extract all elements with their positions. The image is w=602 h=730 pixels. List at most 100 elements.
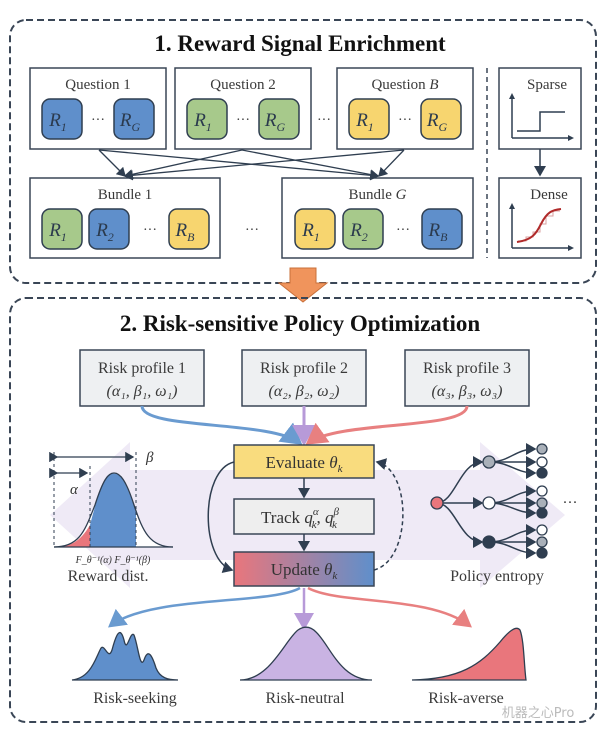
reward-dist-label: Reward dist. — [68, 568, 149, 585]
step-function-icon — [517, 111, 565, 132]
reward-tile: R1 — [41, 98, 83, 140]
dense-label: Dense — [530, 187, 568, 203]
question-to-bundle-arrow — [98, 149, 126, 177]
svg-text:R1: R1 — [193, 110, 212, 134]
reward-tile: R2 — [88, 208, 130, 250]
svg-text:R1: R1 — [48, 220, 67, 244]
loop-arrow-left — [207, 461, 235, 574]
reward-tile: R1 — [294, 208, 336, 250]
reward-tile: RG — [113, 98, 155, 140]
tree-child-node — [482, 535, 496, 549]
question-to-bundle-arrow — [241, 149, 380, 180]
reward-tile: RB — [168, 208, 210, 250]
down-arrow-icon — [277, 267, 329, 303]
sparse-label: Sparse — [527, 77, 567, 93]
question-label: Question 2 — [210, 77, 275, 93]
tree-root-node — [430, 496, 444, 510]
reward-tile: R1 — [348, 98, 390, 140]
question-to-bundle-arrow — [378, 149, 405, 177]
svg-text:RG: RG — [264, 110, 286, 134]
svg-text:Risk profile 1: Risk profile 1 — [98, 360, 186, 377]
quantile-labels: F_θ⁻¹(α) F_θ⁻¹(β) — [75, 555, 151, 566]
alpha-tail-fill — [54, 525, 90, 547]
reward-tile: R2 — [342, 208, 384, 250]
svg-text:R1: R1 — [301, 220, 320, 244]
risk-neutral-dist — [239, 626, 373, 681]
smooth-curve-icon — [516, 208, 562, 243]
question-label: Question 1 — [65, 77, 130, 93]
loop-arrow-right-dashed — [373, 458, 404, 571]
question-label: Question B — [371, 77, 438, 93]
tree-leaf-node — [536, 547, 548, 559]
tree-leaf-node — [536, 485, 548, 497]
tree-ellipsis: ··· — [563, 495, 578, 511]
risk-averse-label: Risk-averse — [428, 690, 504, 707]
svg-text:Track qαk, qβk: Track qαk, qβk — [261, 506, 339, 531]
svg-text:(α₁, β₁, ω₁): (α₁, β₁, ω₁) — [106, 383, 177, 400]
svg-text:R1: R1 — [355, 110, 374, 134]
reward-tile: R1 — [186, 98, 228, 140]
reward-distribution: α β F_θ⁻¹(α) F_θ⁻¹(β) Reward dist. — [49, 450, 174, 585]
evaluate-box: Evaluate θk — [233, 444, 375, 479]
svg-text:Update θk: Update θk — [271, 560, 339, 582]
tree-leaf-node — [536, 536, 548, 548]
policy-entropy-label: Policy entropy — [450, 568, 544, 585]
section2-border — [9, 297, 597, 723]
beta-label: β — [145, 450, 154, 466]
risk-neutral-label: Risk-neutral — [265, 690, 345, 707]
svg-text:RG: RG — [426, 110, 448, 134]
reward-tile: RG — [420, 98, 462, 140]
svg-text:R2: R2 — [349, 220, 368, 244]
bundle-box: Bundle G R1 R2 RB ··· — [281, 177, 474, 259]
question-to-bundle-arrow — [98, 149, 380, 181]
tree-leaf-node — [536, 443, 548, 455]
profile1-arrow — [140, 405, 303, 445]
tree-leaf-node — [536, 456, 548, 468]
watermark: 机器之心Pro — [502, 706, 575, 721]
risk-seeking-dist — [71, 631, 179, 681]
dense-panel: Dense — [498, 177, 582, 259]
ellipsis: ··· — [91, 113, 105, 128]
svg-text:R1: R1 — [48, 110, 67, 134]
alpha-beta-fill — [90, 473, 136, 547]
risk-averse-dist — [411, 627, 527, 681]
svg-text:RB: RB — [175, 220, 196, 244]
ellipsis: ··· — [245, 223, 259, 238]
section1-content: Question 1 R1 RG ··· Question 2 R1 RG ··· Questi… — [29, 67, 474, 259]
bundle-label: Bundle 1 — [98, 187, 153, 203]
policy-tree — [430, 443, 548, 559]
reward-tile: RB — [421, 208, 463, 250]
update-box: Update θk — [233, 551, 375, 587]
sparse-panel: Sparse — [498, 67, 582, 150]
ellipsis: ··· — [396, 223, 410, 238]
svg-text:(α₃, β₃, ω₃): (α₃, β₃, ω₃) — [431, 383, 502, 400]
tree-leaf-node — [536, 467, 548, 479]
profile3-arrow — [305, 405, 469, 445]
risk-profile-box: Risk profile 3(α₃, β₃, ω₃) — [404, 349, 530, 407]
risk-profiles: Risk profile 1 (α₁, β₁, ω₁) Risk profile 2… — [79, 349, 530, 407]
svg-text:R2: R2 — [95, 220, 114, 244]
tree-leaf-node — [536, 507, 548, 519]
ellipsis: ··· — [236, 113, 250, 128]
svg-text:RB: RB — [428, 220, 449, 244]
question-to-bundle-arrow — [123, 149, 405, 181]
risk-seeking-arrow — [108, 586, 301, 628]
alpha-label: α — [70, 482, 79, 498]
svg-text:RG: RG — [119, 110, 141, 134]
tree-leaf-node — [536, 497, 548, 509]
tree-child-node — [482, 455, 496, 469]
risk-profile-box: Risk profile 1 (α₁, β₁, ω₁) — [79, 349, 205, 407]
reward-tile: RG — [258, 98, 300, 140]
risk-profile-box: Risk profile 2(α₂, β₂, ω₂) — [241, 349, 367, 407]
section2-title: 2. Risk-sensitive Policy Optimization — [120, 311, 481, 336]
axes-icon — [511, 95, 572, 139]
bundle-label: Bundle G — [349, 187, 407, 203]
svg-text:Evaluate θk: Evaluate θk — [266, 453, 344, 475]
tree-child-node — [482, 496, 496, 510]
reward-tile: R1 — [41, 208, 83, 250]
